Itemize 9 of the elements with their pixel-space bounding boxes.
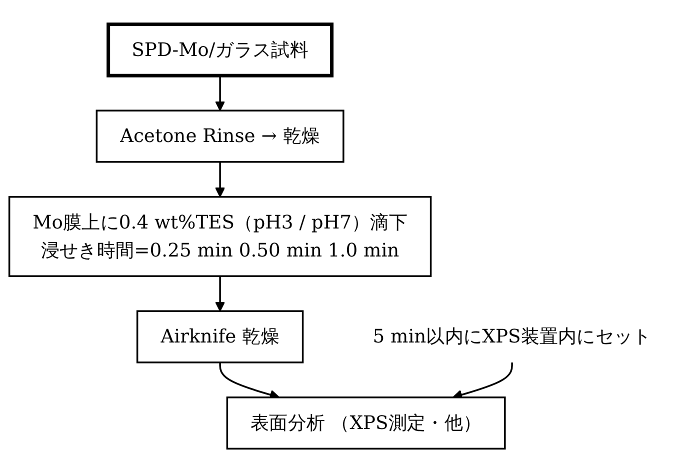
arrow: [214, 276, 226, 312]
node-box: Airknife 乾燥: [136, 310, 304, 364]
arrow: [214, 76, 226, 112]
node-box: Acetone Rinse → 乾燥: [96, 110, 344, 163]
node-box: Mo膜上に0.4 wt%TES（pH3 / pH7）滴下 浸せき時間=0.25 min 0.50 min 1.0 min: [8, 196, 432, 278]
node-box: SPD-Mo/ガラス試料: [106, 22, 334, 78]
node-box: 表面分析 （XPS測定・他）: [226, 396, 506, 450]
node-text: 5 min以内にXPS装置内にセット: [372, 325, 652, 348]
arrow: [214, 162, 226, 198]
